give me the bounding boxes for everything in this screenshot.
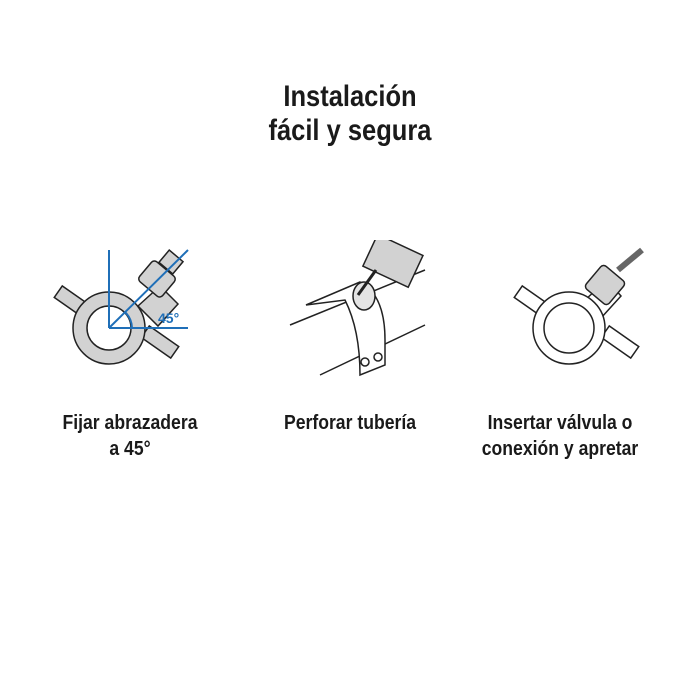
step-3 — [470, 240, 670, 380]
caption-line: Fijar abrazadera — [62, 412, 198, 434]
step-2-caption: Perforar tubería — [253, 410, 447, 436]
page-title: Instalación fácil y segura — [53, 80, 648, 148]
angle-label: 45° — [158, 310, 179, 326]
caption-line: Insertar válvula o — [487, 412, 633, 434]
valve-insert-icon — [513, 247, 644, 365]
clamp-45-degree-icon: 45° — [53, 249, 189, 365]
caption-line: Perforar tubería — [283, 412, 417, 434]
step-1: 45° — [10, 240, 210, 380]
step-3-caption: Insertar válvula o conexión y apretar — [463, 410, 657, 462]
title-line-2: fácil y segura — [268, 114, 432, 147]
caption-line: a 45° — [109, 438, 151, 460]
step-2 — [250, 240, 450, 380]
drill-pipe-icon — [289, 240, 426, 377]
title-line-1: Instalación — [283, 80, 417, 113]
caption-line: conexión y apretar — [481, 438, 639, 460]
step-1-caption: Fijar abrazadera a 45° — [33, 410, 227, 462]
